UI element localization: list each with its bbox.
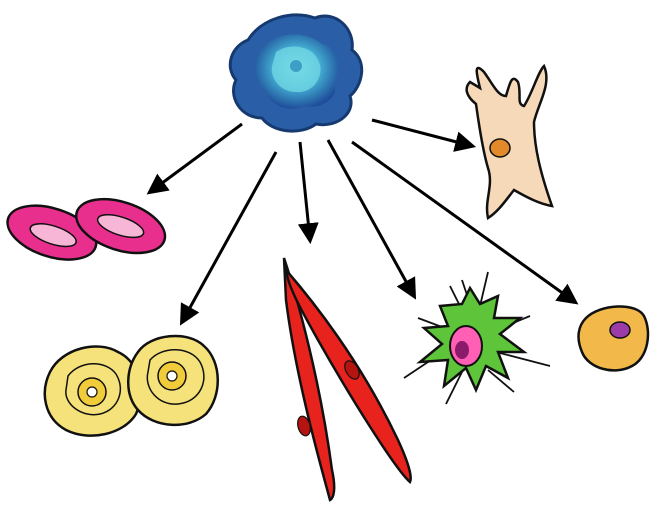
arrow-to-oval-cell [352, 142, 575, 302]
arrow-to-branched-cell [372, 120, 472, 146]
arrow-to-muscle-cells [300, 142, 310, 240]
stem-cell-icon [230, 15, 361, 131]
nerve-cell-icon [404, 272, 550, 404]
arrow-to-red-blood-cells [150, 124, 242, 192]
branched-cell-icon [467, 66, 552, 218]
muscle-cell-icon [284, 258, 411, 500]
oval-cell-icon [579, 306, 648, 370]
red-blood-cell-icon [1, 189, 172, 270]
fat-cell-icon [45, 336, 218, 436]
arrow-to-nerve-cell [328, 140, 414, 296]
arrow-to-fat-cells [182, 152, 276, 322]
